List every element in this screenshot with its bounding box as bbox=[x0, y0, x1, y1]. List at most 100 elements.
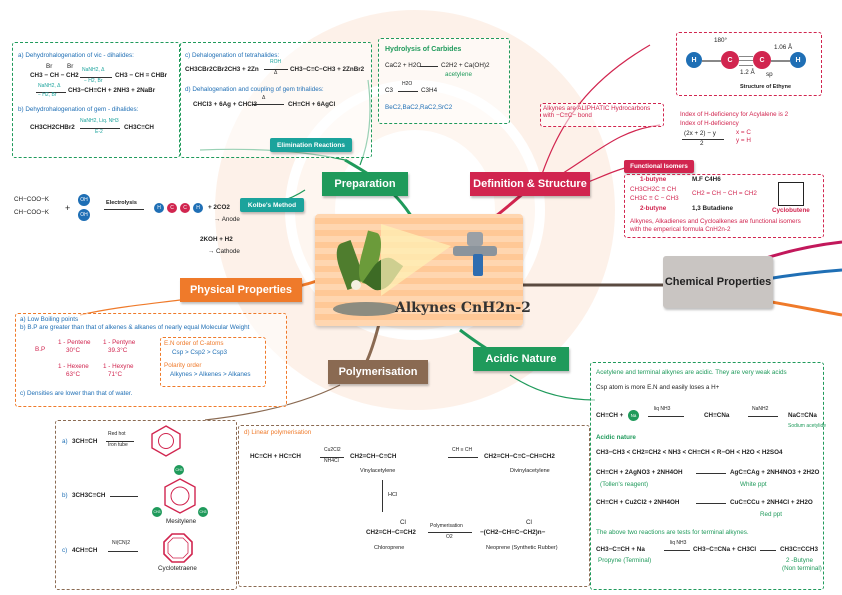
en-order: Csp > Csp2 > Csp3 bbox=[172, 349, 227, 356]
reaction-arrow bbox=[320, 457, 344, 458]
acetylene-reactant: CH≡CH + bbox=[596, 412, 624, 419]
vinylacetylene-formula: CH2=CH−C≡CH bbox=[350, 453, 397, 460]
spray-gun-cup bbox=[467, 232, 483, 246]
polarity-order: Alkynes > Alkenes > Alkanes bbox=[170, 371, 251, 378]
reaction-arrow bbox=[748, 416, 778, 417]
bond-length-ch: 1.06 Å bbox=[774, 44, 793, 51]
arrow-reagent: NaNH2, Liq. NH3 bbox=[80, 118, 119, 124]
physical-b: b) B.P are greater than that of alkenes … bbox=[20, 324, 250, 331]
bond-line bbox=[771, 60, 790, 62]
c-atom: C bbox=[721, 51, 739, 69]
arrow-reagent: CH ≡ CH bbox=[452, 447, 473, 453]
bond-length-cc: 1.2 Å bbox=[740, 69, 755, 76]
arrow-reagent: NaNH2 bbox=[752, 406, 769, 412]
cyclobutene-shape bbox=[778, 182, 804, 206]
tollens-reactant: CH≡CH + 2AgNO3 + 2NH4OH bbox=[596, 469, 683, 476]
triple-bond-mid bbox=[739, 60, 753, 61]
bp-compound: 1 - Hexyne bbox=[103, 363, 134, 370]
spray-gun-handle bbox=[473, 254, 483, 276]
prep-gem-title: b) Dehydrohalogenation of gem - dihalide… bbox=[18, 106, 139, 113]
arrow-reagent: ROH bbox=[270, 59, 282, 65]
arrow-reagent: NaNH2, Δ bbox=[38, 83, 61, 89]
h-deficiency-denominator: 2 bbox=[700, 140, 704, 147]
arrow-reagent: Polymerisation bbox=[430, 523, 463, 529]
vinylacetylene-label: Vinylacetylene bbox=[360, 468, 396, 474]
arrow-reagent: liq NH3 bbox=[654, 406, 671, 412]
x-def: x = C bbox=[736, 129, 751, 136]
oh-ball: OH bbox=[78, 209, 90, 221]
y-def: y = H bbox=[736, 137, 751, 144]
reaction-arrow bbox=[420, 66, 438, 67]
methyl-ball: CH3 bbox=[198, 507, 208, 517]
tollens-product: AgC≡CAg + 2NH4NO3 + 2H2O bbox=[730, 469, 820, 476]
reaction-arrow bbox=[252, 104, 284, 105]
poly-a: a) bbox=[62, 438, 68, 445]
cathode-label: → Cathode bbox=[208, 248, 240, 255]
vic-reactant: CH3 − CH − CH2 bbox=[30, 72, 79, 79]
poly-linear-box bbox=[238, 425, 590, 587]
reaction-arrow bbox=[264, 69, 288, 70]
cl-substituent: Cl bbox=[400, 519, 406, 526]
propyne-reactant: CH3−C≡CH + Na bbox=[596, 546, 645, 553]
oh-ball: OH bbox=[78, 194, 90, 206]
sodium-acetylide-label: Sodium acetylide bbox=[788, 423, 827, 429]
gem-product: CH3C≡CH bbox=[124, 124, 154, 131]
aliphatic-box bbox=[540, 103, 664, 127]
bond-angle: 180° bbox=[714, 37, 728, 44]
carbide-list: BeC2,BaC2,RaC2,SrC2 bbox=[385, 104, 453, 111]
reaction-arrow bbox=[696, 473, 726, 474]
reaction-arrow bbox=[664, 550, 690, 551]
gemtri-reactant: CHCl3 + 6Ag + CHCl3 bbox=[193, 101, 258, 108]
elimination-label: Elimination Reactions bbox=[270, 138, 352, 152]
poly-b: b) bbox=[62, 492, 68, 499]
poly-b-reactant: 3CH3C≡CH bbox=[72, 492, 106, 499]
functional-isomers-label: Functional Isomers bbox=[624, 160, 694, 173]
arrow-reagent: Ni(CN)2 bbox=[112, 540, 131, 546]
arrow-reagent: liq NH3 bbox=[670, 540, 687, 546]
prep-vic-title: a) Dehydrohalogenation of vic - dihalide… bbox=[18, 52, 134, 59]
reaction-arrow bbox=[428, 532, 472, 533]
neoprene-label: Neoprene (Synthetic Rubber) bbox=[486, 545, 558, 551]
spray-gun-icon bbox=[453, 232, 509, 276]
tetra-reactant: CH3CBr2CBr2CH3 + 2Zn bbox=[185, 66, 259, 73]
isomer-formula: CH3CH2C ≡ CH bbox=[630, 186, 677, 193]
spray-gun-body bbox=[453, 246, 497, 256]
isomer-name: 2-butyne bbox=[640, 205, 667, 212]
cuprous-reactant: CH≡CH + Cu2Cl2 + 2NH4OH bbox=[596, 499, 680, 506]
isomer-name: 1-butyne bbox=[640, 176, 667, 183]
h-deficiency-line1: Index of H-deficiency for Acylalene is 2 bbox=[680, 111, 789, 118]
arrow-reagent: H2O bbox=[402, 81, 413, 87]
linear-reactant: HC≡CH + HC≡CH bbox=[250, 453, 301, 460]
carbides-title: Hydrolysis of Carbides bbox=[385, 46, 462, 53]
reaction-arrow bbox=[108, 551, 138, 552]
functional-box bbox=[624, 174, 824, 238]
bp-value: 71°C bbox=[108, 371, 123, 378]
reaction-arrow bbox=[696, 503, 726, 504]
arrow-condition: E-2 bbox=[95, 129, 103, 135]
arrow-condition: − H2, Br bbox=[38, 92, 57, 98]
cyclotetraene-ring-icon bbox=[162, 532, 194, 564]
nonterminal-label: (Non terminal) bbox=[782, 565, 822, 572]
rocks-icon bbox=[333, 302, 399, 316]
h-atom: H bbox=[154, 203, 164, 213]
prep-gemtri-title: d) Dehalogenation and coupling of gem tr… bbox=[185, 86, 324, 93]
br-label: Br bbox=[67, 63, 74, 70]
acidic-header: Acidic Nature bbox=[473, 347, 569, 371]
bp-compound: 1 - Hexene bbox=[58, 363, 89, 370]
c-atom: C bbox=[753, 51, 771, 69]
poly-a-reactant: 3CH≡CH bbox=[72, 438, 98, 445]
reaction-arrow bbox=[448, 457, 478, 458]
arrow-reagent: Cu2Cl2 bbox=[324, 447, 341, 453]
arrow-condition: O2 bbox=[446, 534, 453, 540]
plant-illustration bbox=[331, 222, 404, 320]
cuprous-product: CuC≡CCu + 2NH4Cl + 2H2O bbox=[730, 499, 813, 506]
acetylide-di: NaC≡CNa bbox=[788, 412, 817, 419]
na-ball: Na bbox=[628, 410, 639, 421]
propyne-label: Propyne (Terminal) bbox=[598, 557, 652, 564]
chloroprene-label: Chloroprene bbox=[374, 545, 405, 551]
cyclotetraene-label: Cyclotetraene bbox=[158, 565, 197, 572]
kolbe-reactant: CH−COO−K bbox=[14, 209, 49, 216]
propyne-intermediate: CH3−C≡CNa + CH3Cl bbox=[693, 546, 757, 553]
bp-value: 39.3°C bbox=[108, 347, 128, 354]
polymerisation-header: Polymerisation bbox=[328, 360, 428, 384]
